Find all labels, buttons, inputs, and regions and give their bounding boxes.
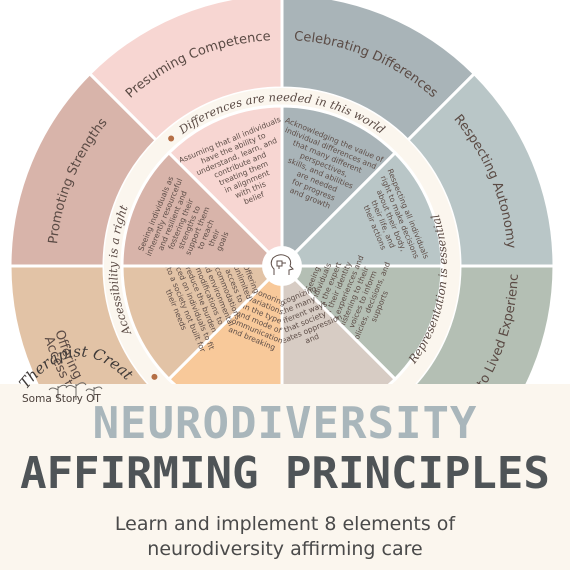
subtitle: Learn and implement 8 elements of neurod… xyxy=(0,512,570,562)
plant-sprout-icon xyxy=(48,382,103,400)
title-banner xyxy=(0,384,570,570)
ring-dot-0 xyxy=(168,135,175,142)
svg-text:Therapist Created: Therapist Created xyxy=(18,330,136,392)
subtitle-line-2: neurodiversity affirming care xyxy=(147,538,423,560)
subtitle-line-1: Learn and implement 8 elements of xyxy=(114,513,456,535)
brand-name: Soma Story OT xyxy=(22,393,101,405)
head-puzzle-icon xyxy=(270,254,294,275)
title-line-2: AFFIRMING PRINCIPLES xyxy=(20,448,550,499)
badge-text: Therapist Created xyxy=(18,330,136,392)
ring-dot-1 xyxy=(151,373,158,380)
therapist-created-badge: Therapist Created xyxy=(18,330,136,400)
title-line-1: NEURODIVERSITY xyxy=(92,398,478,449)
